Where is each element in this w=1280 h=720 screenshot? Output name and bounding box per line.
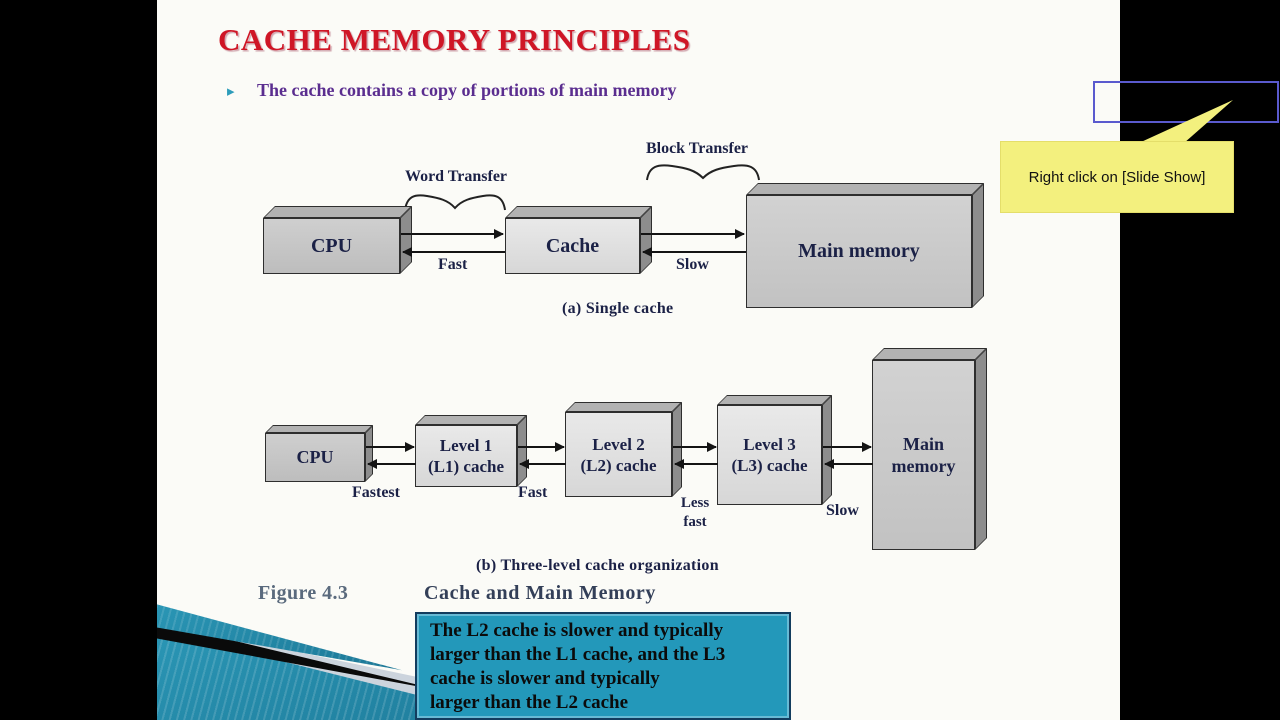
word-transfer-label: Word Transfer [404,168,508,185]
fast-label-b: Fast [518,484,548,501]
slow-label-a: Slow [676,256,709,273]
arrow-cpu-to-cache [401,229,504,239]
l2-label-line1: Level 2 [592,434,645,454]
arrow-l3-to-l2 [674,459,718,469]
caption-three-level: (b) Three-level cache organization [476,557,719,574]
l3-label-line1: Level 3 [743,435,796,454]
arrow-cache-to-main [641,229,745,239]
arrow-cpu-to-l1 [366,442,415,452]
arrow-l2-to-l3 [673,442,717,452]
l3-label-line2: (L3) cache [731,456,808,475]
main-memory-label-a: Main memory [798,240,920,262]
arrow-l1-to-l2 [518,442,565,452]
tooltip-text: Right click on [Slide Show] [1028,168,1206,186]
slide-title: CACHE MEMORY PRINCIPLES [218,22,691,57]
less-fast-label: Less fast [680,495,710,530]
figure-number: Figure 4.3 [258,582,349,604]
cpu-label-b: CPU [296,447,334,467]
block-transfer-label: Block Transfer [645,140,749,157]
arrow-cache-to-cpu [402,247,505,257]
note-line: larger than the L2 cache [430,692,629,713]
l1-label-line1: Level 1 [439,436,493,455]
arrow-main-to-cache [642,247,746,257]
note-callout-box: The L2 cache is slower and typically lar… [415,612,791,720]
fastest-label: Fastest [352,484,400,501]
note-line: larger than the L1 cache, and the L3 [430,644,726,665]
caption-single-cache: (a) Single cache [562,300,674,317]
cpu-label: CPU [310,234,353,257]
bullet-arrow-icon: ▸ [227,84,235,100]
fast-label-a: Fast [438,256,468,273]
slow-label-b: Slow [826,502,859,519]
cache-label: Cache [545,234,600,257]
l2-label-line2: (L2) cache [580,455,657,475]
word-transfer-brace [404,194,506,211]
block-transfer-brace [646,164,760,181]
main-memory-label-b2: memory [891,456,956,476]
slide-show-highlight-box[interactable] [1093,81,1279,123]
note-line: The L2 cache is slower and typically [430,620,724,641]
arrow-main-to-l3 [824,459,873,469]
bullet-text: The cache contains a copy of portions of… [257,80,677,100]
figure-title: Cache and Main Memory [424,582,657,604]
note-line: cache is slower and typically [430,668,660,689]
l1-label-line2: (L1) cache [427,457,504,476]
main-memory-label-b1: Main [902,434,944,454]
tooltip-callout: Right click on [Slide Show] [1000,141,1234,213]
arrow-l1-to-cpu [367,459,416,469]
arrow-l2-to-l1 [519,459,566,469]
arrow-l3-to-main [823,442,872,452]
